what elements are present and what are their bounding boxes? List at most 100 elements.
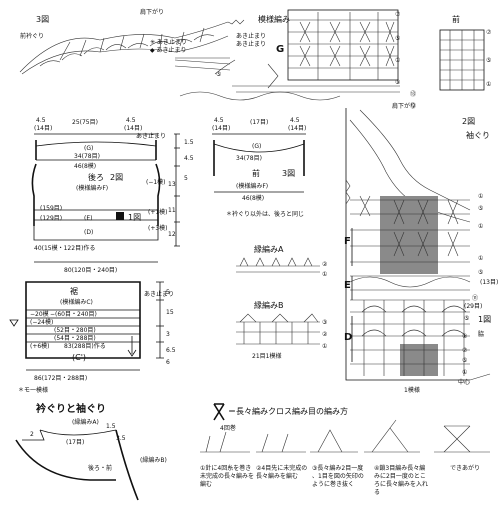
svg-text:⑤: ⑤	[486, 57, 491, 64]
svg-text:83(288目)作る: 83(288目)作る	[64, 342, 106, 350]
svg-text:(14目): (14目)	[212, 125, 230, 132]
svg-text:(+6模): (+6模)	[30, 342, 50, 350]
svg-text:(−24模): (−24模)	[30, 318, 53, 326]
svg-text:◆ あき止まり: ◆ あき止まり	[150, 46, 187, 54]
svg-text:2: 2	[30, 431, 34, 438]
front-neck-chart: ✳ あき止まり ◆ あき止まり ⑤	[19, 19, 245, 78]
svg-text:(52目・280目): (52目・280目)	[54, 327, 96, 334]
side-chart	[345, 108, 491, 381]
fig3-top-label: 3図	[36, 15, 49, 24]
front-top-label: 前	[452, 14, 460, 24]
svg-text:①: ①	[478, 223, 483, 230]
symbol-a-label: あき止まり	[236, 32, 266, 40]
svg-text:⑬: ⑬	[410, 90, 416, 98]
svg-text:11: 11	[168, 207, 176, 214]
svg-text:(E): (E)	[84, 215, 92, 222]
svg-text:⑦: ⑦	[395, 11, 401, 18]
side-seam-label: 脇	[478, 331, 484, 338]
svg-text:裾: 裾	[70, 286, 78, 296]
svg-text:(14目): (14目)	[124, 125, 142, 132]
armhole-label: 袖ぐり	[466, 130, 490, 140]
svg-text:⑫: ⑫	[410, 102, 416, 110]
svg-text:あき止まり: あき止まり	[144, 290, 174, 298]
svg-text:④鎖3目編み長々編みに2目一度のところに長々編みを入れる: ④鎖3目編み長々編みに2目一度のところに長々編みを入れる	[374, 464, 428, 496]
svg-text:①: ①	[322, 271, 327, 278]
svg-text:4.5: 4.5	[290, 117, 300, 124]
svg-text:⑤: ⑤	[462, 357, 467, 364]
svg-text:4.5: 4.5	[126, 117, 136, 124]
svg-text:2図: 2図	[110, 173, 123, 182]
svg-text:(14目): (14目)	[34, 125, 52, 132]
svg-text:＊衿ぐり以外は、後ろと同じ: ＊衿ぐり以外は、後ろと同じ	[226, 210, 304, 218]
svg-text:3図: 3図	[282, 169, 295, 178]
d-side-label: D	[344, 332, 352, 343]
svg-text:(模様編みC): (模様編みC)	[60, 298, 93, 306]
svg-text:①: ①	[322, 343, 327, 350]
svg-text:−(60目・240目): −(60目・240目)	[50, 311, 97, 318]
svg-text:②4目先に未完成の長々編みを編む: ②4目先に未完成の長々編みを編む	[256, 464, 307, 480]
svg-text:6.5: 6.5	[166, 347, 176, 354]
chart-21-label: 21目1模様	[252, 352, 281, 360]
f-side-label: F	[344, 236, 351, 247]
svg-text:②: ②	[322, 331, 328, 338]
svg-text:4.5: 4.5	[214, 117, 224, 124]
svg-text:4.5: 4.5	[36, 117, 46, 124]
line-b-label: 縁編みB	[254, 300, 284, 310]
svg-text:後ろ・前: 後ろ・前	[88, 464, 112, 472]
svg-text:③: ③	[322, 319, 327, 326]
svg-text:⑦: ⑦	[486, 29, 492, 36]
svg-text:(17目): (17目)	[250, 119, 268, 126]
neck-armhole-diagram: (17目) 2 1.5 3.5 後ろ・前 (縁編みB)	[15, 423, 167, 501]
svg-text:後ろ: 後ろ	[88, 172, 104, 182]
svg-text:前: 前	[252, 168, 260, 178]
g-top-label: G	[276, 44, 284, 55]
svg-text:3: 3	[166, 331, 170, 338]
svg-text:34(78目): 34(78目)	[74, 153, 100, 160]
svg-text:46(8模): 46(8模)	[242, 194, 264, 202]
svg-text:⑪: ⑪	[472, 294, 478, 302]
svg-text:(模様編みF): (模様編みF)	[236, 182, 268, 190]
shoulder-drop-mid-label: 肩下がり	[392, 102, 416, 110]
svg-text:(129目): (129目)	[40, 215, 62, 222]
height-scale: 1.5 4.5 13 11 12 5	[168, 133, 194, 247]
svg-text:(G): (G)	[84, 145, 93, 152]
svg-text:①: ①	[486, 81, 491, 88]
svg-text:(C'): (C')	[72, 353, 86, 362]
line-a-label: 縁編みA	[254, 244, 284, 254]
svg-text:25(75目): 25(75目)	[72, 119, 98, 126]
svg-text:⑤: ⑤	[464, 315, 469, 322]
pattern-g-chart	[179, 9, 400, 101]
svg-text:①針に4回糸を巻き未完成の長々編みを編む: ①針に4回糸を巻き未完成の長々編みを編む	[200, 464, 254, 488]
svg-text:⑤: ⑤	[478, 269, 483, 276]
pattern-stitch-label: 模様編み	[258, 14, 290, 24]
svg-text:1図: 1図	[128, 213, 141, 222]
svg-text:①: ①	[478, 193, 483, 200]
svg-text:⑤: ⑤	[478, 205, 483, 212]
svg-text:86(172目・288目): 86(172目・288目)	[34, 375, 87, 382]
svg-text:13: 13	[168, 181, 176, 188]
svg-text:1.5: 1.5	[106, 423, 116, 430]
svg-text:①: ①	[395, 57, 400, 64]
edge-a-chart	[236, 257, 320, 273]
svg-text:できあがり: できあがり	[450, 464, 480, 472]
svg-text:4回巻: 4回巻	[220, 424, 236, 432]
svg-text:⑤: ⑤	[395, 35, 400, 42]
front-neck-label: 前衿ぐり	[20, 32, 44, 40]
edge-pattern-b: (縁編みB)	[140, 456, 167, 464]
svg-text:あき止まり: あき止まり	[136, 132, 166, 140]
svg-text:⑦: ⑦	[462, 347, 468, 354]
edge-pattern-a: (縁編みA)	[72, 418, 99, 426]
svg-text:5: 5	[166, 289, 170, 296]
edge-b-chart	[236, 313, 320, 345]
shoulder-drop-top-label: 肩下がり	[140, 8, 164, 16]
hem-piece: 裾 (模様編みC) あき止まり −20模 (−24模) −(60目・240目) …	[9, 281, 176, 382]
svg-text:⑤: ⑤	[216, 71, 221, 78]
edge-title: 衿ぐりと袖ぐり	[36, 402, 106, 415]
svg-text:(54目・288目): (54目・288目)	[54, 335, 96, 342]
back-body-piece: 4.5 (14目) 25(75目) 4.5 (14目) あき止まり (G) 34…	[31, 117, 168, 274]
motif-note: ＊モ一模様	[18, 386, 48, 394]
svg-text:5: 5	[184, 175, 188, 182]
center-label: 中心	[458, 378, 470, 386]
cross-stitch-instructions: ＝長々編みクロス編み目の編み方 4回巻 ①針に4回糸を巻き未完成の長々編みを編む…	[200, 403, 490, 496]
